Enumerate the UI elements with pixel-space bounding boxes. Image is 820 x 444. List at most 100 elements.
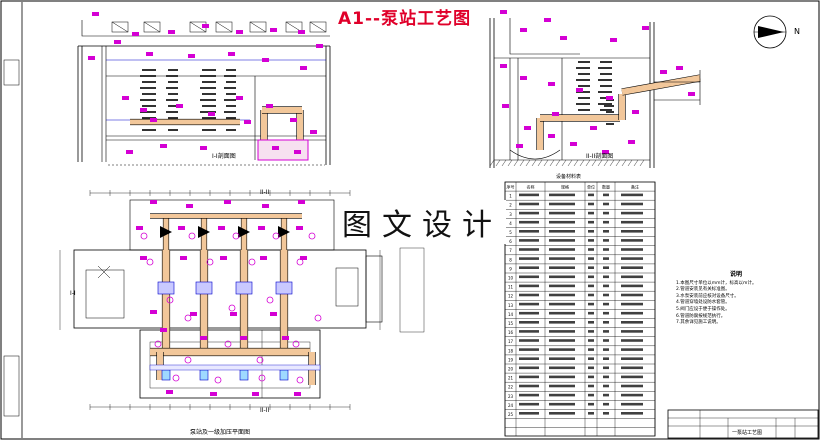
svg-text:II-II: II-II [260,407,269,414]
equipment-tag [262,204,269,208]
equipment-tag [516,144,523,148]
table-row-index: 10 [508,276,514,281]
table-row-index: 4 [509,221,512,226]
equipment-tag [200,146,207,150]
equipment-tag [524,126,531,130]
section-2-drawing: II-II剖面图 [489,10,701,168]
equipment-tag [114,40,121,44]
section-1-label: I-I剖面图 [212,152,236,160]
equipment-tag [500,10,507,14]
equipment-tag [676,66,683,70]
note-line: 3.水泵安装前应核对设备尺寸。 [676,293,739,299]
drawing-title: A1--泵站工艺图 [338,9,472,29]
equipment-tag [166,390,173,394]
note-line: 1.本图尺寸单位以mm计，标高以m计。 [676,280,757,286]
north-arrow [753,15,787,49]
equipment-tag [176,104,183,108]
note-line: 6.管道防腐按规范执行。 [676,313,726,319]
equipment-tag [548,82,555,86]
equipment-tag [642,26,649,30]
equipment-tag [270,312,277,316]
table-row-index: 5 [509,230,512,235]
table-header-cell: 名称 [527,184,535,190]
equipment-tag [160,144,167,148]
equipment-tag [150,310,157,314]
equipment-tag [260,256,267,260]
equipment-tag [688,92,695,96]
table-row-index: 13 [508,303,514,308]
table-row-index: 12 [508,294,514,299]
equipment-tag [240,336,247,340]
equipment-tag [258,226,265,230]
table-row-index: 16 [508,330,514,335]
equipment-tag [136,226,143,230]
equipment-tag [178,226,185,230]
equipment-tag [552,112,559,116]
table-row-index: 21 [508,376,514,381]
equipment-tag [140,256,147,260]
watermark-text: 图文设计 [338,200,506,244]
equipment-tag [140,108,147,112]
table-row-index: 6 [509,239,512,244]
equipment-tag [606,96,613,100]
equipment-tag [628,140,635,144]
equipment-tag [186,204,193,208]
equipment-table: 设备材料表 序号名称规格单位数量备注1234567891011121314151… [504,173,656,437]
equipment-tag [560,36,567,40]
equipment-tag [296,226,303,230]
table-row-index: 1 [509,194,512,199]
plan-label: 泵站及一级加压平面图 [190,428,250,436]
equipment-tag [168,30,175,34]
equipment-tag [316,44,323,48]
equipment-tag [298,30,305,34]
equipment-tag [520,28,527,32]
equipment-tag [208,112,215,116]
equipment-tag [270,28,277,32]
table-row-index: 20 [508,367,514,372]
svg-text:II-II: II-II [260,189,269,196]
equipment-tag [160,328,167,332]
equipment-tag [200,336,207,340]
equipment-tag [228,52,235,56]
section-2-label: II-II剖面图 [586,152,613,160]
table-row-index: 3 [509,212,512,217]
equipment-tag [122,96,129,100]
svg-text:I-I: I-I [70,290,76,297]
table-row-index: 9 [509,266,512,271]
table-header-cell: 单位 [587,184,595,190]
equipment-tag [262,58,269,62]
table-header-cell: 序号 [507,184,515,190]
table-row-index: 25 [508,412,514,417]
equipment-tag [610,38,617,42]
equipment-tag [294,392,301,396]
equipment-tag [236,30,243,34]
title-block-name: 一泵站工艺图 [732,429,762,436]
table-row-index: 8 [509,257,512,262]
table-row-index: 11 [508,285,514,290]
equipment-tag [290,118,297,122]
note-line: 4.管道穿墙处设防水套管。 [676,300,730,306]
equipment-tag [220,256,227,260]
equipment-tag [210,392,217,396]
table-heading: 设备材料表 [556,173,581,180]
equipment-tag [602,150,609,154]
equipment-tag [282,336,289,340]
equipment-tag [576,88,583,92]
equipment-tag [132,32,139,36]
table-header-cell: 规格 [561,184,569,190]
equipment-tag [294,150,301,154]
note-line: 5.阀门应设于便于操作处。 [676,306,730,312]
equipment-tag [218,226,225,230]
table-row-index: 23 [508,394,514,399]
equipment-tag [230,312,237,316]
table-header-cell: 备注 [631,184,639,190]
equipment-tag [202,24,209,28]
table-row-index: 19 [508,357,514,362]
notes-heading: 说明 [729,271,742,278]
table-row-index: 15 [508,321,514,326]
equipment-tag [180,256,187,260]
equipment-tag [272,146,279,150]
